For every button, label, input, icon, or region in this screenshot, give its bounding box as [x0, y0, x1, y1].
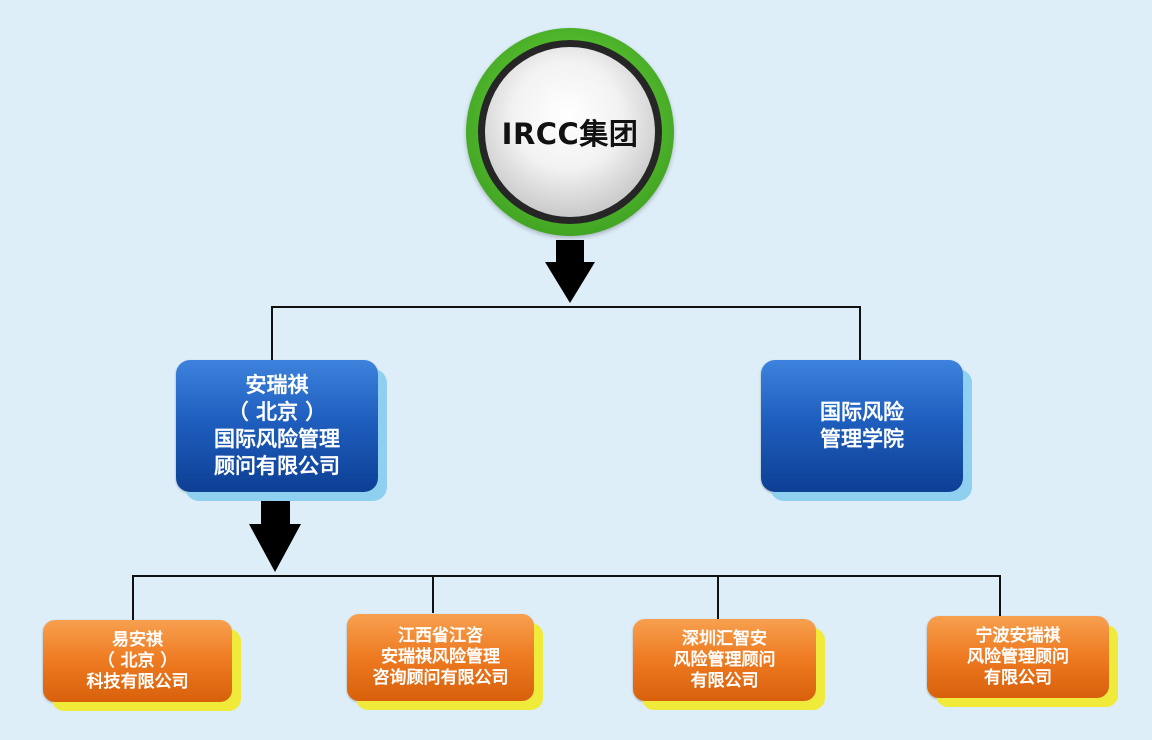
arrow-down-root — [545, 240, 595, 303]
root-node-face: IRCC集团 — [485, 47, 655, 217]
node-shenzhen-huizhian: 深圳汇智安 风险管理顾问 有限公司 — [633, 619, 816, 701]
node-anruiqi-beijing-label: 安瑞祺 （ 北京 ） 国际风险管理 顾问有限公司 — [214, 373, 340, 478]
root-node-title: IRCC集团 — [501, 117, 639, 151]
node-jiangxi-jiangzi-label: 江西省江咨 安瑞祺风险管理 咨询顾问有限公司 — [372, 626, 509, 688]
root-branch-line — [271, 306, 861, 362]
node-shenzhen-huizhian-label: 深圳汇智安 风险管理顾问 有限公司 — [673, 628, 776, 691]
node-yianqi-beijing: 易安祺 （ 北京 ） 科技有限公司 — [43, 620, 232, 702]
node-risk-institute-label: 国际风险 管理学院 — [820, 400, 904, 451]
root-node: IRCC集团 — [466, 28, 674, 236]
node-jiangxi-jiangzi: 江西省江咨 安瑞祺风险管理 咨询顾问有限公司 — [347, 614, 534, 701]
node-ningbo-anruiqi: 宁波安瑞祺 风险管理顾问 有限公司 — [927, 616, 1109, 698]
node-ningbo-anruiqi-label: 宁波安瑞祺 风险管理顾问 有限公司 — [967, 625, 1069, 688]
node-yianqi-beijing-label: 易安祺 （ 北京 ） 科技有限公司 — [86, 629, 189, 692]
node-anruiqi-beijing: 安瑞祺 （ 北京 ） 国际风险管理 顾问有限公司 — [176, 360, 378, 492]
level1-branch-line — [132, 575, 1001, 622]
node-risk-institute: 国际风险 管理学院 — [761, 360, 963, 492]
arrow-down-level1 — [249, 500, 301, 572]
